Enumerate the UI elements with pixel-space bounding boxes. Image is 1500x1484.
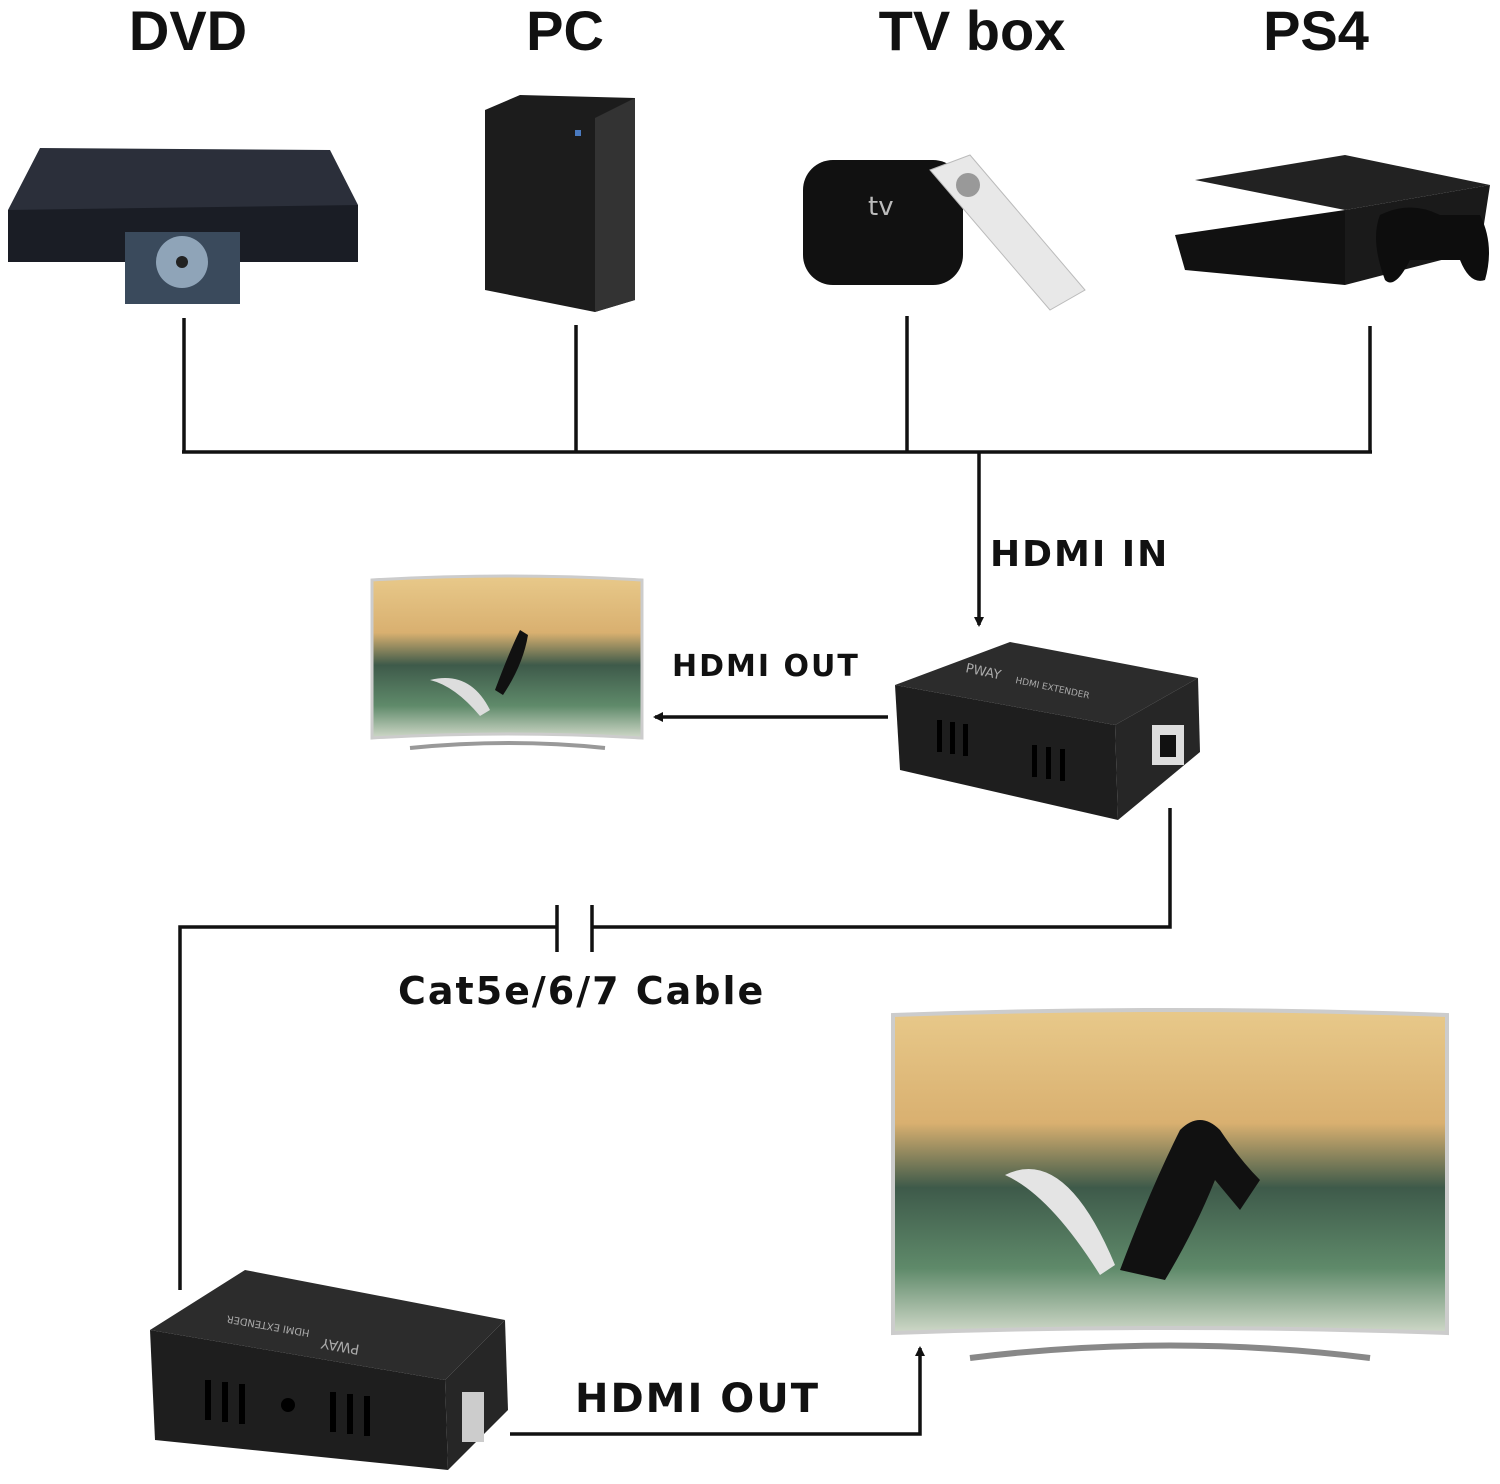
source-bus-wiring bbox=[182, 316, 1372, 627]
remote-tv-icon bbox=[891, 1008, 1449, 1361]
svg-text:tv: tv bbox=[868, 192, 894, 222]
extender-brand: PWAY bbox=[964, 661, 1002, 683]
source-label-dvd: DVD bbox=[129, 0, 247, 62]
dvd-player-icon bbox=[8, 148, 358, 304]
local-tv-icon bbox=[370, 574, 644, 750]
cat-cable-wiring bbox=[178, 808, 1172, 1290]
source-label-ps4: PS4 bbox=[1263, 0, 1369, 62]
cable-label: Cat5e/6/7 Cable bbox=[398, 969, 765, 1013]
pc-tower-icon bbox=[485, 95, 635, 312]
hdmi-out-remote-label: HDMI OUT bbox=[575, 1376, 820, 1422]
hdmi-out-remote-arrow bbox=[510, 1346, 925, 1436]
transmitter-extender: PWAY HDMI EXTENDER bbox=[895, 642, 1200, 820]
hdmi-in-label: HDMI IN bbox=[990, 534, 1169, 575]
hdmi-out-local-label: HDMI OUT bbox=[672, 649, 860, 684]
game-console-icon bbox=[1175, 155, 1490, 285]
source-label-pc: PC bbox=[526, 0, 604, 62]
receiver-extender: PWAY HDMI EXTENDER bbox=[150, 1270, 508, 1470]
tv-box-icon: tv bbox=[803, 154, 1086, 311]
receiver-brand: PWAY bbox=[319, 1334, 360, 1357]
source-label-tv-box: TV box bbox=[879, 0, 1066, 62]
